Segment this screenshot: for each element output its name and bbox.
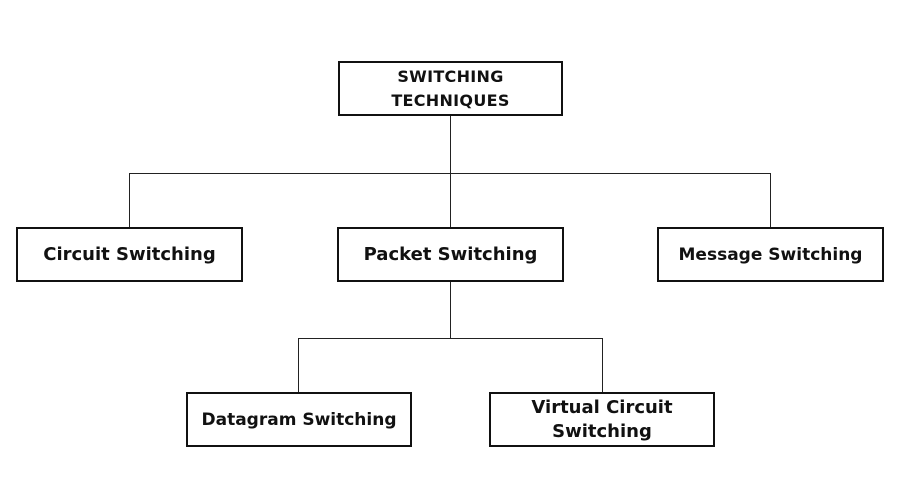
root-node-line-2: TECHNIQUES bbox=[391, 90, 510, 110]
connector-to-virtual bbox=[602, 338, 603, 392]
connector-to-message bbox=[770, 173, 771, 227]
connector-root-stem bbox=[450, 116, 451, 173]
node-datagram-switching-label: Datagram Switching bbox=[201, 409, 397, 430]
node-circuit-switching: Circuit Switching bbox=[16, 227, 243, 282]
connector-to-datagram bbox=[298, 338, 299, 392]
node-virtual-circuit-line-2: Switching bbox=[552, 420, 652, 442]
connector-to-packet bbox=[450, 173, 451, 227]
node-packet-switching-label: Packet Switching bbox=[363, 243, 538, 265]
node-datagram-switching: Datagram Switching bbox=[186, 392, 412, 447]
node-virtual-circuit-line-1: Virtual Circuit bbox=[531, 396, 673, 418]
connector-to-circuit bbox=[129, 173, 130, 227]
root-node-line-1: SWITCHING bbox=[397, 66, 504, 86]
node-packet-switching: Packet Switching bbox=[337, 227, 564, 282]
node-virtual-circuit-switching: Virtual Circuit Switching bbox=[489, 392, 715, 447]
node-message-switching: Message Switching bbox=[657, 227, 884, 282]
node-circuit-switching-label: Circuit Switching bbox=[43, 243, 216, 265]
connector-level2-bus bbox=[298, 338, 603, 339]
root-node-switching-techniques: SWITCHING TECHNIQUES bbox=[338, 61, 563, 116]
connector-packet-stem bbox=[450, 282, 451, 338]
node-message-switching-label: Message Switching bbox=[678, 244, 863, 265]
